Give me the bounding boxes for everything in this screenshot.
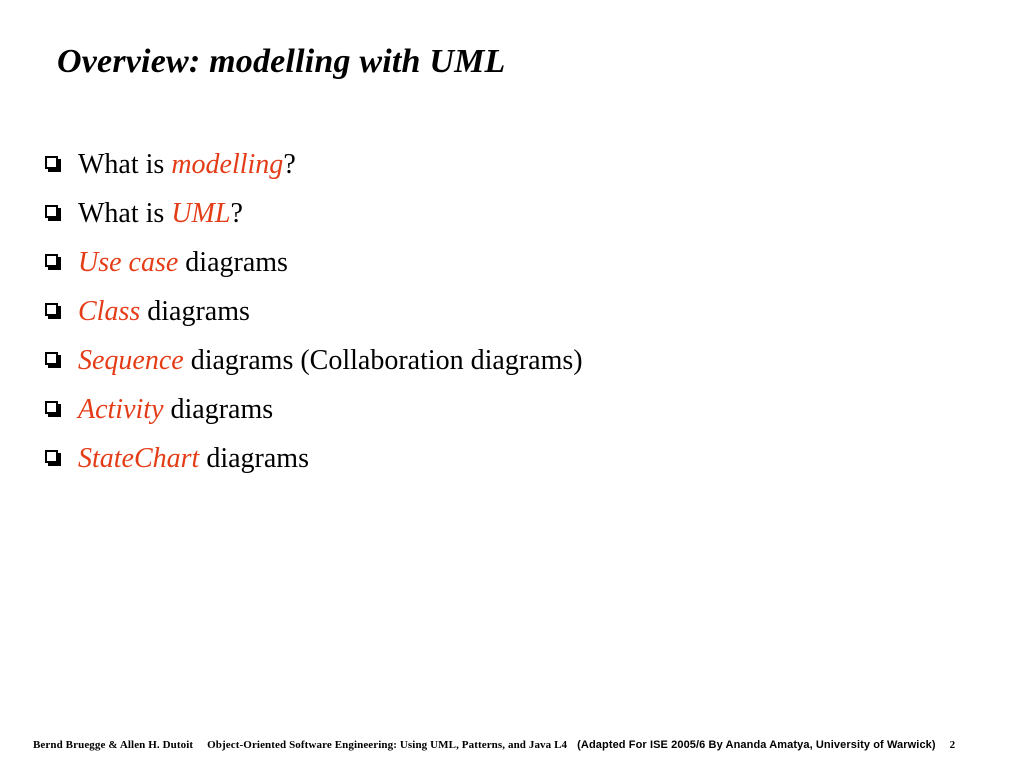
- overview-bullet-list: What is modelling? What is UML? Use case…: [43, 145, 943, 488]
- list-item-highlight: StateChart: [78, 443, 200, 474]
- hollow-square-bullet-icon: [45, 254, 58, 267]
- hollow-square-bullet-icon: [45, 401, 58, 414]
- list-item-text: Activity diagrams: [78, 394, 273, 425]
- list-item-highlight: Sequence: [78, 345, 184, 376]
- slide-footer: Bernd Bruegge & Allen H. Dutoit Object-Or…: [33, 735, 1004, 753]
- list-item-text: Class diagrams: [78, 296, 250, 327]
- list-item-highlight: Class: [78, 296, 141, 327]
- list-item-trail: ?: [283, 149, 296, 180]
- list-item-trail: diagrams: [163, 394, 274, 425]
- list-item-text: StateChart diagrams: [78, 443, 309, 474]
- list-item-text: What is modelling?: [78, 149, 296, 180]
- list-item-trail: diagrams: [199, 443, 309, 474]
- list-item-lead: What is: [78, 198, 172, 229]
- page-title: Overview: modelling with UML: [57, 43, 506, 80]
- list-item-lead: What is: [78, 149, 172, 180]
- list-item-highlight: Use case: [78, 247, 179, 278]
- hollow-square-bullet-icon: [45, 352, 58, 365]
- list-item-text: Use case diagrams: [78, 247, 288, 278]
- footer-book-citation: Object-Oriented Software Engineering: Us…: [207, 739, 568, 751]
- list-item-trail: diagrams: [140, 296, 250, 327]
- list-item-trail: diagrams: [178, 247, 288, 278]
- list-item-highlight: UML: [171, 198, 231, 229]
- list-item: What is UML?: [43, 194, 943, 243]
- list-item-trail: ?: [230, 198, 243, 229]
- hollow-square-bullet-icon: [45, 156, 58, 169]
- list-item: Sequence diagrams (Collaboration diagram…: [43, 341, 943, 390]
- list-item-text: What is UML?: [78, 198, 243, 229]
- hollow-square-bullet-icon: [45, 303, 58, 316]
- list-item: Use case diagrams: [43, 243, 943, 292]
- list-item: StateChart diagrams: [43, 439, 943, 488]
- list-item: What is modelling?: [43, 145, 943, 194]
- hollow-square-bullet-icon: [45, 205, 58, 218]
- list-item-trail: diagrams (Collaboration diagrams): [183, 345, 583, 376]
- footer-page-number: 2: [949, 739, 956, 751]
- footer-adaptation-note: (Adapted For ISE 2005/6 By Ananda Amatya…: [577, 739, 936, 751]
- hollow-square-bullet-icon: [45, 450, 58, 463]
- list-item: Activity diagrams: [43, 390, 943, 439]
- footer-authors: Bernd Bruegge & Allen H. Dutoit: [33, 739, 194, 751]
- list-item-text: Sequence diagrams (Collaboration diagram…: [78, 345, 583, 376]
- list-item-highlight: modelling: [171, 149, 284, 180]
- list-item: Class diagrams: [43, 292, 943, 341]
- list-item-highlight: Activity: [78, 394, 164, 425]
